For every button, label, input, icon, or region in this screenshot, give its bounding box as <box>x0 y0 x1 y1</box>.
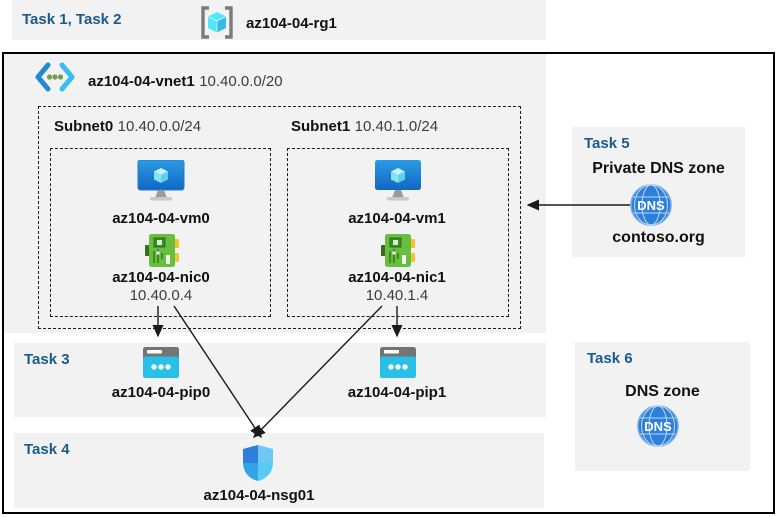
vnet-icon <box>35 62 75 92</box>
vnet-box <box>4 54 546 333</box>
nsg-shield-icon <box>243 445 273 481</box>
task12-band <box>12 0 546 40</box>
dns-icon: DNS <box>637 405 679 447</box>
vm0-name: az104-04-vm0 <box>112 210 210 227</box>
public-ip-icon <box>143 347 179 378</box>
nic0-name: az104-04-nic0 <box>112 269 210 286</box>
nic1-ip: 10.40.1.4 <box>365 287 429 304</box>
nsg-name: az104-04-nsg01 <box>203 487 315 504</box>
nic-icon <box>145 234 179 267</box>
vnet-name: az104-04-vnet1 <box>88 73 195 90</box>
svg-text:DNS: DNS <box>644 419 672 434</box>
vm-icon <box>375 160 421 201</box>
vnet-cidr: 10.40.0.0/20 <box>199 73 283 90</box>
nic1-name: az104-04-nic1 <box>348 269 446 286</box>
private-dns-zone-name: contoso.org <box>612 229 705 246</box>
task12-label: Task 1, Task 2 <box>22 11 122 28</box>
task6-label: Task 6 <box>587 350 633 367</box>
nic-icon <box>381 234 415 267</box>
task3-band <box>14 343 546 417</box>
subnet0-inner-box <box>50 148 271 317</box>
task4-band <box>14 433 544 508</box>
nic0-ip: 10.40.0.4 <box>129 287 193 304</box>
task5-label: Task 5 <box>584 135 630 152</box>
pip0-name: az104-04-pip0 <box>111 384 211 401</box>
task4-label: Task 4 <box>24 441 70 458</box>
subnet1-inner-box <box>287 148 509 317</box>
private-dns-zone-title: Private DNS zone <box>592 160 725 177</box>
subnet1-label: Subnet1 10.40.1.0/24 <box>291 118 439 135</box>
svg-text:DNS: DNS <box>637 198 665 213</box>
dns-zone-title: DNS zone <box>625 383 700 400</box>
vm1-name: az104-04-vm1 <box>348 210 446 227</box>
dns-icon: DNS <box>630 184 672 226</box>
resource-group-name: az104-04-rg1 <box>246 15 337 32</box>
vnet-title: az104-04-vnet1 10.40.0.0/20 <box>88 73 283 91</box>
public-ip-icon <box>380 347 416 378</box>
subnet0-label: Subnet0 10.40.0.0/24 <box>54 118 202 135</box>
pip1-name: az104-04-pip1 <box>347 384 447 401</box>
resource-group-icon <box>201 6 233 39</box>
vm-icon <box>137 160 185 201</box>
task3-label: Task 3 <box>24 351 70 368</box>
